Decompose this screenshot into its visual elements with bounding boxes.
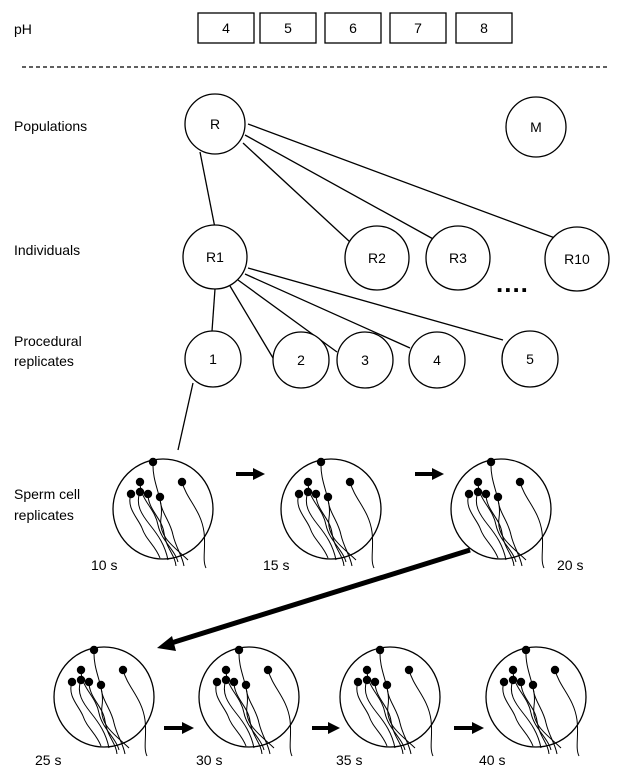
time-label-40s: 40 s [479,752,505,768]
procedural-replicate-2: 2 [272,331,330,389]
procedural-replicate-3: 3 [336,331,394,389]
sperm-dish-35s [339,645,441,757]
procedural-label-line2: replicates [14,353,74,369]
ph-value: 7 [414,20,422,36]
sperm-dish-40s [485,645,587,757]
replicate-label: 5 [526,351,534,367]
replicate-label: 1 [209,351,217,367]
time-label-35s: 35 s [336,752,362,768]
ph-value: 6 [349,20,357,36]
arrow-35s-to-40s [454,722,484,734]
arrow-10s-to-15s [236,468,265,480]
arrow-30s-to-35s [312,722,340,734]
procedural-label-line1: Procedural [14,333,82,349]
individual-node-r1: R1 [182,224,248,290]
sperm-dish-25s [53,645,155,757]
replicate-label: 4 [433,352,441,368]
arrow-25s-to-30s [164,722,194,734]
populations-label: Populations [14,118,87,134]
ph-value: 5 [284,20,292,36]
individual-node-r2: R2 [344,225,410,291]
population-node-label: R [210,116,220,132]
individuals-label: Individuals [14,242,80,258]
sperm-label-line2: replicates [14,507,74,523]
population-node-m: M [505,96,567,158]
replicate-label: 3 [361,352,369,368]
time-label-20s: 20 s [557,557,583,573]
time-label-30s: 30 s [196,752,222,768]
sperm-label-line1: Sperm cell [14,486,80,502]
ph-box-5: 5 [259,12,317,44]
ph-label: pH [14,21,32,37]
sperm-dish-20s [450,457,552,569]
procedural-replicate-1: 1 [184,330,242,388]
procedural-replicate-5: 5 [501,330,559,388]
individual-node-label: R1 [206,249,224,265]
sperm-dish-15s [280,457,382,569]
time-label-10s: 10 s [91,557,117,573]
individual-node-label: R10 [564,251,590,267]
time-label-25s: 25 s [35,752,61,768]
time-label-15s: 15 s [263,557,289,573]
ph-box-6: 6 [324,12,382,44]
ph-box-8: 8 [455,12,513,44]
ellipsis: .... [496,268,529,298]
individual-node-r10: R10 [544,226,610,292]
ph-value: 4 [222,20,230,36]
individual-node-r3: R3 [425,225,491,291]
individual-node-label: R2 [368,250,386,266]
population-node-label: M [530,119,542,135]
ph-box-7: 7 [389,12,447,44]
ph-value: 8 [480,20,488,36]
procedural-replicate-4: 4 [408,331,466,389]
ph-box-4: 4 [197,12,255,44]
arrow-15s-to-20s [415,468,444,480]
replicate-label: 2 [297,352,305,368]
arrow-20s-to-25s [157,547,471,651]
population-node-r: R [184,93,246,155]
sperm-dish-10s [112,457,214,569]
individual-node-label: R3 [449,250,467,266]
sperm-dish-30s [198,645,300,757]
